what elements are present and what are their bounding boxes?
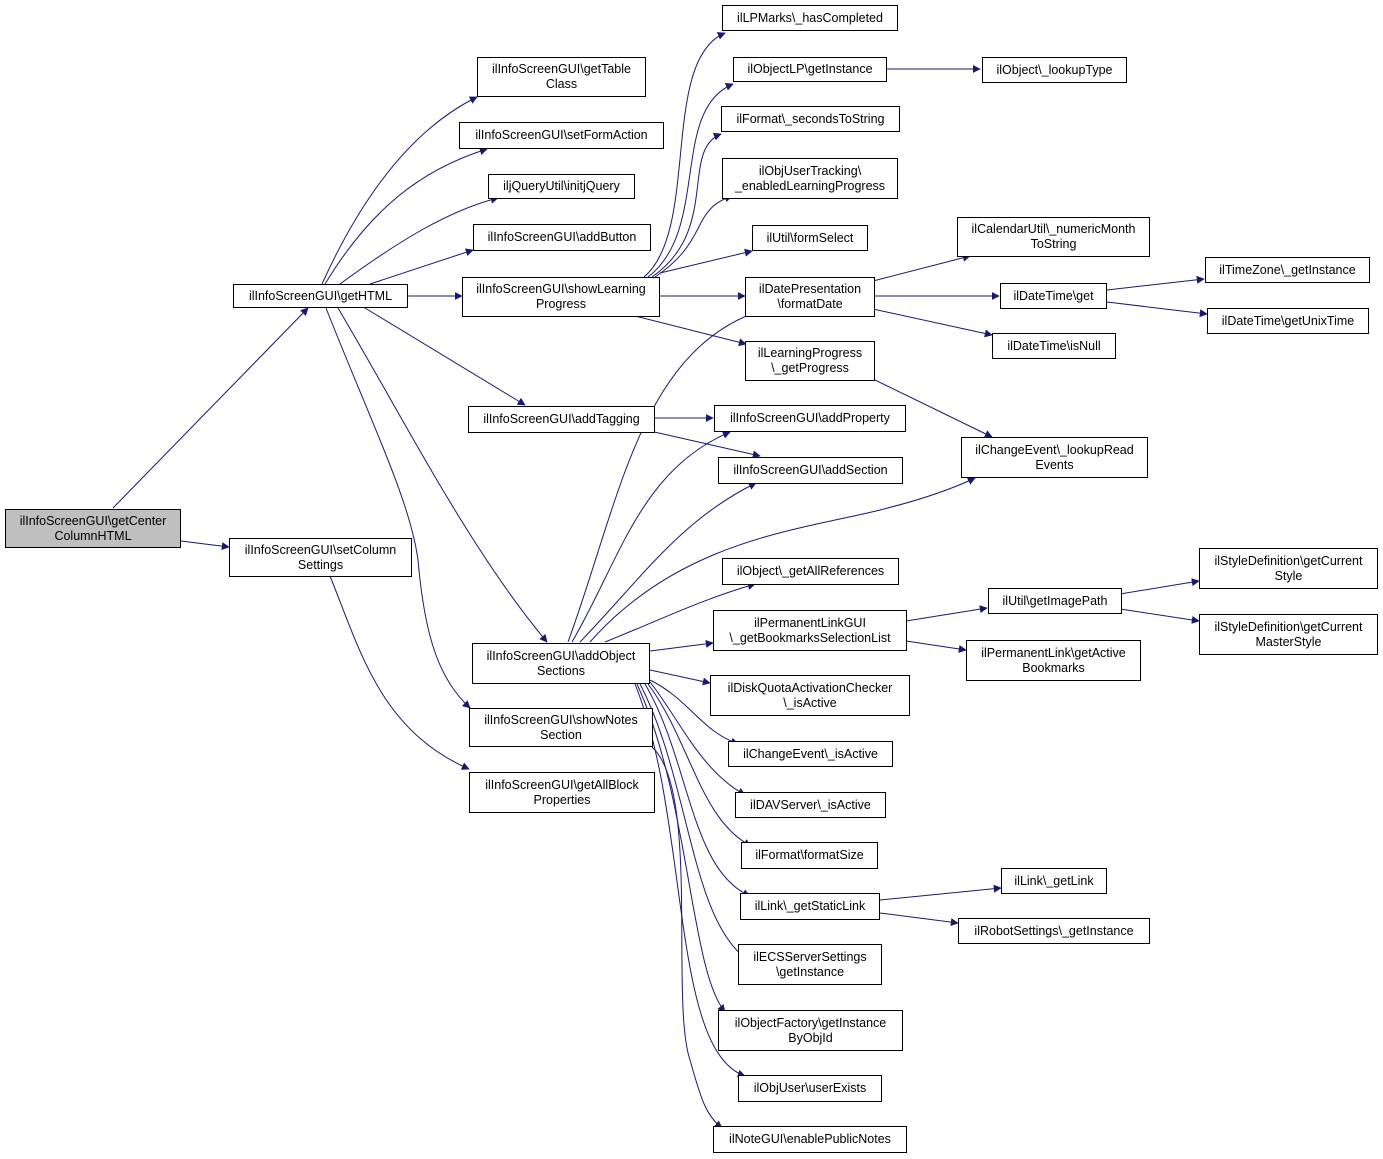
edge-aos-changeeventisactive: [649, 679, 739, 746]
node-enable-public-notes[interactable]: ilNoteGUI\enablePublicNotes: [713, 1126, 907, 1153]
node-add-button[interactable]: ilInfoScreenGUI\addButton: [473, 224, 651, 251]
node-get-html[interactable]: ilInfoScreenGUI\getHTML: [233, 284, 408, 308]
edge-slp-objectlpgetinstance: [647, 83, 734, 278]
node-get-static-link[interactable]: ilLink\_getStaticLink: [740, 893, 880, 920]
edge-slp-getprogress: [634, 315, 747, 347]
edge-gethtml-initjquery: [339, 195, 499, 285]
edge-gethtml-gettableclass: [321, 96, 478, 285]
node-add-object-sections[interactable]: ilInfoScreenGUI\addObject Sections: [472, 643, 650, 684]
node-show-notes-section[interactable]: ilInfoScreenGUI\showNotes Section: [469, 708, 653, 747]
edge-gethtml-shownotessection: [325, 307, 471, 709]
edge-aos-getstaticlink: [644, 683, 751, 897]
edge-getimagepath-currentmasterstyle: [1119, 608, 1200, 624]
edge-aos-getallreferences: [604, 582, 756, 643]
node-is-null[interactable]: ilDateTime\isNull: [992, 333, 1116, 359]
edge-getprogress-lookupreadevents: [874, 379, 993, 438]
node-show-learning-progress[interactable]: ilInfoScreenGUI\showLearning Progress: [462, 277, 660, 317]
edge-addtagging-addsection: [649, 430, 761, 459]
edge-slp-formselect: [659, 248, 753, 274]
node-dav-is-active[interactable]: ilDAVServer\_isActive: [735, 792, 886, 818]
node-set-form-action[interactable]: ilInfoScreenGUI\setFormAction: [459, 122, 664, 149]
edge-root-setcolumnsettings: [180, 540, 230, 551]
edge-aos-formatsize: [647, 683, 752, 847]
edge-aos-formatdate: [567, 308, 763, 643]
node-format-date[interactable]: ilDatePresentation \formatDate: [745, 277, 875, 317]
edge-datetimeget-getunixtime: [1106, 301, 1208, 318]
edge-slp-hascompleted: [643, 32, 726, 278]
node-numeric-month-to-string[interactable]: ilCalendarUtil\_numericMonth ToString: [957, 217, 1150, 257]
edge-aos-addsection: [579, 482, 757, 643]
node-user-exists[interactable]: ilObjUser\userExists: [738, 1075, 882, 1102]
edge-datetimeget-timezone: [1106, 275, 1205, 291]
edge-formatdate-isnull: [872, 308, 993, 338]
node-lookup-type[interactable]: ilObject\_lookupType: [982, 57, 1127, 83]
node-form-select[interactable]: ilUtil\formSelect: [752, 225, 868, 251]
edge-setcolumnsettings-getallblockproperties: [329, 575, 470, 770]
node-robot-settings-get-instance[interactable]: ilRobotSettings\_getInstance: [958, 918, 1150, 944]
node-seconds-to-string[interactable]: ilFormat\_secondsToString: [721, 106, 900, 132]
node-enabled-learning-progress[interactable]: ilObjUserTracking\ _enabledLearningProgr…: [722, 158, 898, 199]
edge-getstaticlink-getlink: [879, 884, 1002, 901]
edge-bookmarks-getactivebookmarks: [905, 640, 967, 653]
edge-getimagepath-currentstyle: [1119, 578, 1200, 595]
node-get-all-block-properties[interactable]: ilInfoScreenGUI\getAllBlock Properties: [469, 772, 655, 813]
node-get-link[interactable]: ilLink\_getLink: [1001, 868, 1107, 894]
node-get-all-references[interactable]: ilObject\_getAllReferences: [722, 558, 899, 585]
edge-gethtml-addobjectsections: [337, 307, 548, 643]
node-add-property[interactable]: ilInfoScreenGUI\addProperty: [714, 405, 906, 432]
edge-aos-ecsgetinstance: [639, 683, 749, 961]
edge-gethtml-setformaction: [324, 147, 488, 285]
edge-bookmarks-getimagepath: [905, 605, 988, 622]
edge-getstaticlink-robot: [879, 912, 959, 927]
edge-aos-lookupreadevents: [589, 477, 976, 643]
node-get-current-master-style[interactable]: ilStyleDefinition\getCurrent MasterStyle: [1199, 614, 1378, 655]
edge-aos-davisactive: [649, 681, 746, 796]
edge-aos-addproperty: [571, 431, 731, 643]
node-ecs-get-instance[interactable]: ilECSServerSettings \getInstance: [738, 944, 882, 985]
edge-gethtml-addbutton: [369, 248, 474, 285]
edge-root-gethtml: [112, 307, 309, 509]
node-format-size[interactable]: ilFormat\formatSize: [741, 842, 878, 869]
edge-aos-userexists: [634, 683, 746, 1078]
edge-aos-getbookmarksselectionlist: [649, 639, 714, 652]
node-lookup-read-events[interactable]: ilChangeEvent\_lookupRead Events: [961, 437, 1148, 478]
edge-aos-getinstancebyobjid: [636, 683, 726, 1013]
edge-aos-diskquotaisactive: [649, 669, 711, 686]
node-get-instance-by-obj-id[interactable]: ilObjectFactory\getInstance ByObjId: [718, 1010, 903, 1051]
node-get-table-class[interactable]: ilInfoScreenGUI\getTable Class: [477, 57, 646, 97]
node-add-section[interactable]: ilInfoScreenGUI\addSection: [718, 457, 903, 484]
node-date-time-get[interactable]: ilDateTime\get: [1000, 283, 1107, 309]
node-object-lp-get-instance[interactable]: ilObjectLP\getInstance: [733, 57, 887, 82]
edge-slp-enabledlearningprogress: [654, 194, 733, 278]
node-get-progress[interactable]: ilLearningProgress \_getProgress: [745, 341, 875, 381]
node-add-tagging[interactable]: ilInfoScreenGUI\addTagging: [468, 406, 655, 433]
node-has-completed[interactable]: ilLPMarks\_hasCompleted: [722, 5, 898, 31]
node-time-zone-get-instance[interactable]: ilTimeZone\_getInstance: [1205, 257, 1370, 283]
node-get-current-style[interactable]: ilStyleDefinition\getCurrent Style: [1199, 548, 1378, 589]
node-init-jquery[interactable]: iljQueryUtil\initjQuery: [488, 174, 635, 199]
edge-formatdate-numericmonth: [872, 253, 971, 282]
node-get-bookmarks-selection-list[interactable]: ilPermanentLinkGUI \_getBookmarksSelecti…: [713, 610, 907, 651]
node-change-event-is-active[interactable]: ilChangeEvent\_isActive: [728, 741, 893, 767]
node-get-unix-time[interactable]: ilDateTime\getUnixTime: [1207, 308, 1369, 334]
edge-slp-secondstostring: [651, 132, 722, 278]
edge-sns-enablepublicnotes: [651, 746, 723, 1129]
node-set-column-settings[interactable]: ilInfoScreenGUI\setColumn Settings: [229, 538, 412, 577]
edge-gethtml-addtagging: [364, 307, 526, 406]
node-get-center-column-html[interactable]: ilInfoScreenGUI\getCenter ColumnHTML: [5, 509, 181, 548]
node-disk-quota-is-active[interactable]: ilDiskQuotaActivationChecker \_isActive: [710, 675, 910, 716]
node-get-active-bookmarks[interactable]: ilPermanentLink\getActive Bookmarks: [966, 640, 1141, 681]
node-get-image-path[interactable]: ilUtil\getImagePath: [988, 588, 1122, 614]
